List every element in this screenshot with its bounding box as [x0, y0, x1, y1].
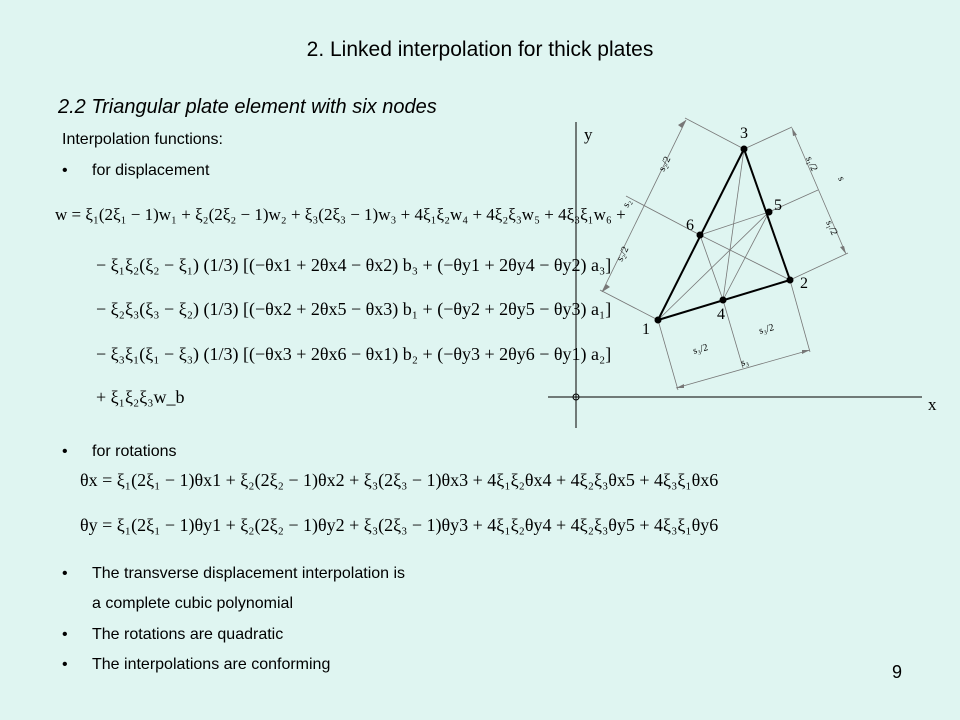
node-label-2: 2 [800, 275, 808, 292]
bullet-text: The transverse displacement interpolatio… [92, 565, 406, 582]
construction-lines [599, 117, 849, 391]
bullet-text: for rotations [92, 443, 177, 460]
axis-label-x: x [928, 395, 937, 414]
bullet-marker: • [62, 162, 68, 179]
slide-title: 2. Linked interpolation for thick plates [306, 38, 654, 61]
bullet-cubic-continuation: a complete cubic polynomial [92, 595, 293, 612]
bullet-text: The interpolations are conforming [92, 656, 331, 673]
node-2 [786, 276, 794, 284]
dim-label-s2-half-top: s₂/2 [657, 155, 674, 173]
dim-label-s3: s₃ [740, 356, 750, 369]
origin-marker [572, 393, 580, 401]
dim-label-s2-half-bottom: s₂/2 [615, 245, 632, 263]
bullet-marker: • [62, 565, 68, 582]
dim-label-s1: s [835, 175, 847, 183]
interpolation-label: Interpolation functions: [62, 131, 223, 148]
bullet-marker: • [62, 443, 68, 460]
dimension-arrows [602, 120, 846, 388]
dim-label-s2: s₂ [621, 198, 634, 209]
bullet-text: The rotations are quadratic [92, 626, 284, 643]
dim-label-s1-half-top: s₁/2 [803, 155, 819, 173]
dim-label-s1-half-bottom: s₁/2 [823, 219, 839, 237]
equation-theta-x: θx = ξ₁(2ξ₁ − 1)θx1 + ξ₂(2ξ₂ − 1)θx2 + ξ… [80, 470, 719, 490]
dim-label-s3-half-right: s₃/2 [758, 322, 776, 337]
node-5 [765, 208, 773, 216]
node-3 [740, 145, 748, 153]
node-label-5: 5 [774, 197, 782, 214]
equation-w-line3: − ξ₂ξ₃(ξ₃ − ξ₂) (1/3) [(−θx2 + 2θx5 − θx… [96, 299, 612, 319]
node-labels: 1 2 3 4 5 6 [642, 125, 808, 338]
bullet-marker: • [62, 656, 68, 673]
coordinate-axes: y x [548, 122, 937, 428]
bullet-marker: • [62, 626, 68, 643]
triangle-element-diagram: y x [548, 117, 937, 428]
node-label-1: 1 [642, 321, 650, 338]
node-label-4: 4 [717, 306, 725, 323]
axis-label-y: y [584, 125, 593, 144]
node-label-6: 6 [686, 217, 694, 234]
node-4 [719, 296, 727, 304]
node-1 [654, 316, 662, 324]
equation-w-line2: − ξ₁ξ₂(ξ₂ − ξ₁) (1/3) [(−θx1 + 2θx4 − θx… [96, 255, 612, 275]
equation-theta-y: θy = ξ₁(2ξ₁ − 1)θy1 + ξ₂(2ξ₂ − 1)θy2 + ξ… [80, 515, 719, 535]
equation-w-line5: + ξ₁ξ₂ξ₃w_b [96, 387, 185, 407]
page-number: 9 [891, 662, 902, 682]
equation-w-line4: − ξ₃ξ₁(ξ₁ − ξ₃) (1/3) [(−θx3 + 2θx6 − θx… [96, 344, 612, 364]
section-subtitle: 2.2 Triangular plate element with six no… [58, 96, 437, 118]
equation-w-line1: w = ξ₁(2ξ₁ − 1)w₁ + ξ₂(2ξ₂ − 1)w₂ + ξ₃(2… [55, 205, 626, 224]
node-6 [696, 231, 704, 239]
node-label-3: 3 [740, 125, 748, 142]
triangle-nodes [654, 145, 794, 324]
bullet-text: for displacement [92, 162, 210, 179]
dim-label-s3-half-left: s₃/2 [692, 342, 710, 357]
